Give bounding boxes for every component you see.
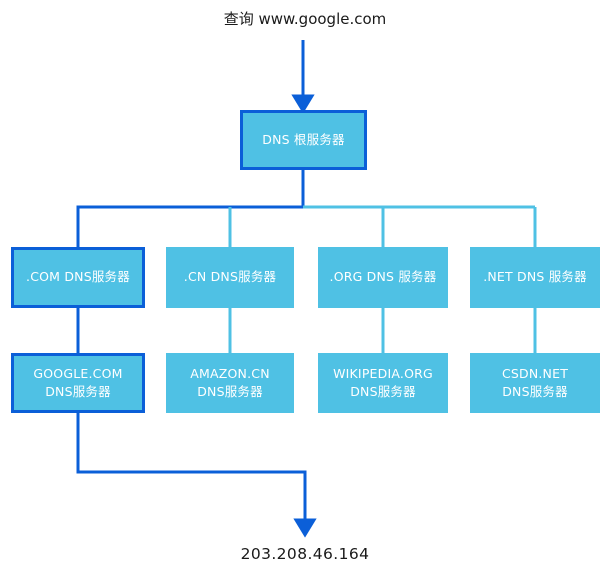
- edge-google-to-result: [76, 413, 317, 538]
- edge-bus-highlight: [76, 205, 303, 247]
- node-amazon-cn-dns-server[interactable]: AMAZON.CN DNS服务器: [166, 353, 294, 413]
- node-label-line2: DNS服务器: [197, 384, 263, 399]
- node-label: DNS 根服务器: [262, 131, 345, 147]
- node-dns-root-server[interactable]: DNS 根服务器: [240, 110, 367, 170]
- node-google-com-dns-server[interactable]: GOOGLE.COM DNS服务器: [11, 353, 145, 413]
- node-csdn-net-dns-server[interactable]: CSDN.NET DNS服务器: [470, 353, 600, 413]
- node-cn-dns-server[interactable]: .CN DNS服务器: [166, 247, 294, 308]
- node-com-dns-server[interactable]: .COM DNS服务器: [11, 247, 145, 308]
- node-label: .ORG DNS 服务器: [329, 269, 437, 285]
- node-wikipedia-org-dns-server[interactable]: WIKIPEDIA.ORG DNS服务器: [318, 353, 448, 413]
- node-label-line2: DNS服务器: [350, 384, 416, 399]
- node-label-line2: DNS服务器: [45, 384, 111, 399]
- node-label: .NET DNS 服务器: [483, 269, 587, 285]
- node-label: .COM DNS服务器: [26, 269, 130, 285]
- node-org-dns-server[interactable]: .ORG DNS 服务器: [318, 247, 448, 308]
- node-label-line1: AMAZON.CN: [190, 365, 270, 381]
- node-label-line1: CSDN.NET: [501, 365, 569, 381]
- node-label: .CN DNS服务器: [183, 269, 277, 285]
- node-net-dns-server[interactable]: .NET DNS 服务器: [470, 247, 600, 308]
- node-label-line2: DNS服务器: [502, 384, 568, 399]
- node-label-line1: WIKIPEDIA.ORG: [333, 365, 433, 381]
- node-label-line1: GOOGLE.COM: [33, 365, 123, 381]
- query-caption: 查询 www.google.com: [223, 10, 387, 28]
- result-ip-caption: 203.208.46.164: [240, 545, 370, 563]
